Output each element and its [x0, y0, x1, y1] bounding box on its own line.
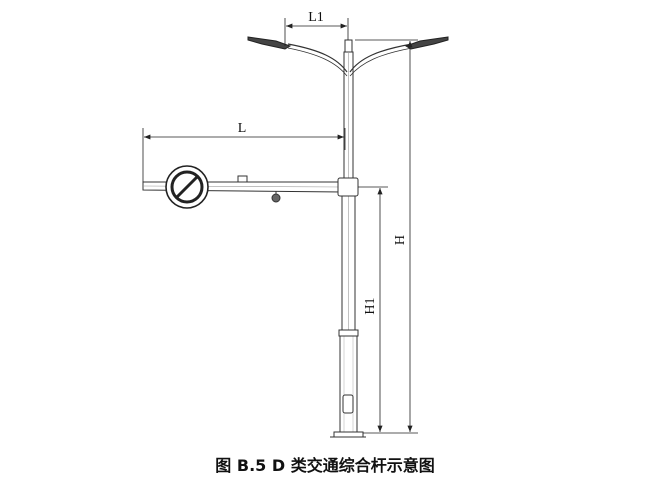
right-lamp-arm: [349, 43, 413, 73]
label-h: H: [393, 235, 408, 245]
pole-lower-section: [339, 335, 358, 435]
label-l1: L1: [308, 10, 324, 25]
pole-base-plate: [333, 431, 364, 438]
label-h1: H1: [363, 297, 378, 314]
lamp-heads: [247, 36, 449, 50]
arm-small-device: [237, 175, 248, 183]
pole-top-cap: [344, 39, 353, 53]
label-l: L: [238, 121, 247, 136]
dimensions: [142, 18, 418, 434]
arm-camera-icon: [271, 193, 281, 203]
left-lamp-head-icon: [247, 36, 292, 50]
pole-joint-collar: [338, 329, 359, 337]
lamp-arms: [287, 43, 413, 77]
pole-access-door: [342, 394, 354, 414]
left-lamp-arm: [287, 43, 348, 73]
traffic-sign: [165, 165, 209, 209]
arm-mount-bracket: [337, 177, 359, 197]
figure-caption: 图 B.5 D 类交通综合杆示意图: [215, 456, 435, 475]
right-lamp-head-icon: [404, 36, 449, 50]
sign-prohibition-slash: [175, 175, 199, 199]
main-pole: [330, 39, 366, 438]
